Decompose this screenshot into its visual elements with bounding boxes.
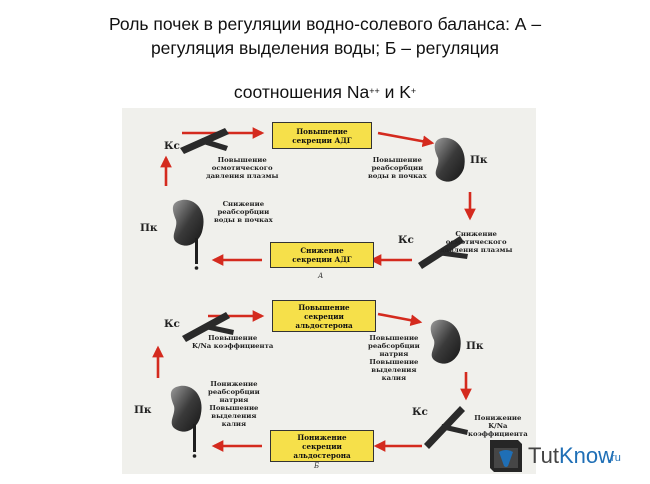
box-a-increase-adh: Повышение секреции АДГ bbox=[272, 122, 372, 149]
title-line-2: регуляция выделения воды; Б – регуляция bbox=[150, 38, 500, 58]
box-a-top-line-2: секреции АДГ bbox=[292, 135, 352, 145]
arrow-b-top-right bbox=[377, 312, 423, 326]
text-a-left-top-1: Повышение bbox=[217, 156, 267, 164]
logo-icon bbox=[490, 440, 522, 472]
box-b-bottom-line-2: секреции bbox=[302, 441, 342, 451]
label-b-pk-right: Пк bbox=[466, 340, 484, 352]
text-b-right-mid-3: коэффициента bbox=[468, 430, 528, 438]
text-b-left-mid-6: калия bbox=[221, 420, 247, 428]
text-a-right-mid-1: Снижение bbox=[455, 230, 497, 238]
text-b-left-mid-1: Понижение bbox=[210, 380, 258, 388]
text-a-right-top-1: Повышение bbox=[372, 156, 422, 164]
box-b-increase-aldosterone: Повышение секреции альдостерона bbox=[272, 300, 376, 332]
text-a-left-mid-1: Снижение bbox=[222, 200, 265, 208]
label-part-b: Б bbox=[314, 462, 320, 470]
text-b-right-mid-2: K/Na bbox=[488, 422, 508, 430]
box-b-decrease-aldosterone: Понижение секреции альдостерона bbox=[270, 430, 374, 462]
vessel-a-left bbox=[180, 128, 229, 154]
box-a-decrease-adh: Снижение секреции АДГ bbox=[270, 242, 374, 268]
label-b-kc-left: Кс bbox=[164, 318, 180, 330]
label-b-pk-left: Пк bbox=[134, 404, 152, 416]
box-b-bottom-line-3: альдостерона bbox=[293, 450, 351, 460]
regulation-diagram: Повышение секреции АДГ Снижение секреции… bbox=[122, 108, 536, 474]
text-a-left-top-2: осмотического bbox=[211, 164, 273, 172]
label-a-pk-right: Пк bbox=[470, 154, 488, 166]
text-b-left-top-2: K/Na коэффициента bbox=[192, 342, 274, 350]
text-b-right-top-1: Повышение bbox=[369, 334, 419, 342]
text-a-right-top: Повышение реабсорбции воды в почках bbox=[368, 156, 427, 180]
kidney-b-left bbox=[170, 385, 202, 458]
logo-text-tut: Tut bbox=[528, 443, 559, 468]
diagram-graphics bbox=[152, 127, 476, 458]
box-b-top-line-1: Повышение bbox=[298, 302, 350, 312]
logo-text-know: Know bbox=[558, 443, 615, 468]
text-a-right-mid-2: осмотического bbox=[445, 238, 507, 246]
vessel-a-right bbox=[418, 236, 468, 269]
logo-text: TutKnow bbox=[528, 443, 614, 469]
text-a-left-top: Повышение осмотического давления плазмы bbox=[206, 156, 278, 180]
kidney-b-right bbox=[430, 319, 461, 364]
title-sup-k: + bbox=[410, 86, 417, 96]
text-b-left-top: Повышение K/Na коэффициента bbox=[192, 334, 273, 350]
kidney-a-left bbox=[172, 199, 204, 270]
title-line-3-b: и K bbox=[379, 82, 411, 102]
text-a-left-top-3: давления плазмы bbox=[206, 172, 279, 180]
box-b-bottom-line-1: Понижение bbox=[297, 432, 347, 442]
label-part-a: А bbox=[318, 272, 324, 280]
label-a-kc-right: Кс bbox=[398, 234, 414, 246]
title-line-1: Роль почек в регуляции водно-солевого ба… bbox=[108, 14, 542, 34]
vessel-b-left bbox=[182, 312, 234, 342]
text-b-right-top: Повышение реабсорбции натрия Повышение в… bbox=[368, 334, 420, 382]
arrow-a-top-right bbox=[377, 131, 435, 148]
text-b-left-mid-2: реабсорбции bbox=[208, 388, 260, 396]
box-a-bottom-line-2: секреции АДГ bbox=[292, 255, 352, 264]
tutknow-logo: TutKnow .ru bbox=[488, 438, 638, 474]
text-b-left-mid-5: выделения bbox=[211, 412, 257, 420]
title-line-3: соотношения Na++ и K+ bbox=[0, 80, 650, 105]
text-a-left-mid: Снижение реабсорбции воды в почках bbox=[214, 200, 273, 224]
text-a-left-mid-3: воды в почках bbox=[214, 216, 273, 224]
kidney-a-right bbox=[434, 137, 465, 182]
text-a-right-top-3: воды в почках bbox=[368, 172, 427, 180]
box-b-top-line-3: альдостерона bbox=[295, 320, 353, 330]
text-b-right-top-2: реабсорбции bbox=[368, 342, 420, 350]
text-a-right-mid-3: давления плазмы bbox=[440, 246, 513, 254]
text-b-right-mid: Понижение K/Na коэффициента bbox=[468, 414, 528, 438]
text-a-left-mid-2: реабсорбции bbox=[217, 208, 270, 216]
text-a-right-top-2: реабсорбции bbox=[371, 164, 424, 172]
text-b-right-top-6: калия bbox=[381, 374, 407, 382]
title-line-3-a: соотношения Na bbox=[233, 82, 370, 102]
text-b-left-top-1: Повышение bbox=[208, 334, 258, 342]
text-b-right-top-4: Повышение bbox=[369, 358, 419, 366]
label-a-pk-left: Пк bbox=[140, 222, 158, 234]
label-a-kc-left: Кс bbox=[164, 140, 180, 152]
text-b-left-mid-4: Повышение bbox=[209, 404, 259, 412]
text-b-right-top-3: натрия bbox=[379, 350, 409, 358]
box-a-bottom-line-1: Снижение bbox=[300, 246, 344, 255]
text-a-right-mid: Снижение осмотического давления плазмы bbox=[440, 230, 512, 254]
text-b-left-mid: Понижение реабсорбции натрия Повышение в… bbox=[208, 380, 260, 428]
box-a-top-line-1: Повышение bbox=[296, 126, 348, 136]
text-b-right-mid-1: Понижение bbox=[474, 414, 522, 422]
box-b-top-line-2: секреции bbox=[304, 311, 344, 321]
logo-text-ru: .ru bbox=[608, 452, 621, 464]
title-sup-na: ++ bbox=[369, 86, 380, 96]
vessel-b-right bbox=[424, 406, 468, 449]
text-b-left-mid-3: натрия bbox=[219, 396, 249, 404]
label-b-kc-right: Кс bbox=[412, 406, 428, 418]
text-b-right-top-5: выделения bbox=[371, 366, 417, 374]
